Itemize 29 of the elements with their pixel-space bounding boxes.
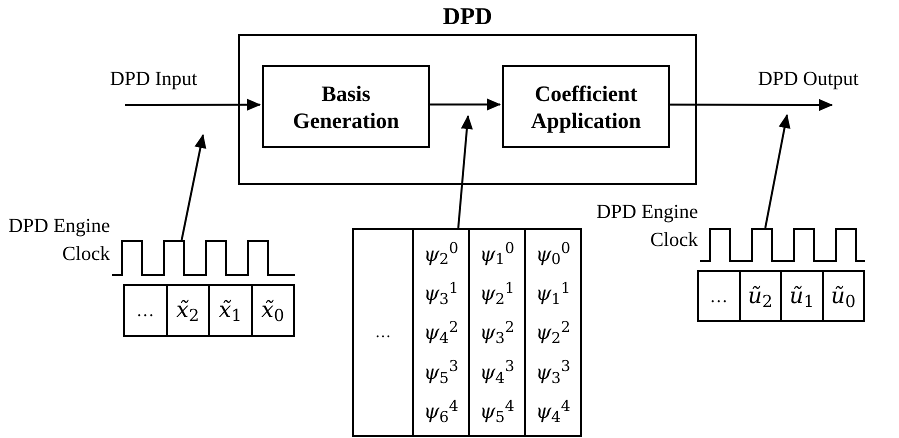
sample-buffer: [697, 270, 865, 322]
buffer-cell: ũ$_{0}$: [822, 272, 863, 320]
edge-label: DPD Output: [758, 68, 859, 90]
clock-waveform: [112, 240, 295, 276]
arrow: [180, 134, 206, 240]
buffer-cell: ũ$_{1}$: [780, 272, 822, 320]
arrow: [457, 115, 473, 228]
buffer-cell: x̃$_{2}$: [166, 286, 208, 335]
clock-waveform: [700, 228, 865, 262]
process-label: Coefficient Application: [530, 80, 642, 134]
coefficient-table: [352, 228, 582, 437]
buffer-cell: x̃$_{0}$: [250, 286, 293, 335]
process-label: Basis Generation: [292, 80, 400, 134]
buffer-cell: ũ$_{2}$: [738, 272, 780, 320]
arrow: [428, 98, 501, 110]
clock-label: DPD Engine Clock: [7, 214, 110, 267]
arrow: [125, 98, 261, 111]
edge-label: DPD Input: [110, 68, 198, 90]
process-box: [262, 65, 430, 148]
clock-label: DPD Engine Clock: [595, 200, 698, 253]
buffer-cell: x̃$_{1}$: [208, 286, 250, 335]
arrow: [764, 114, 790, 228]
buffer-cell-text: …: [708, 284, 729, 308]
arrow: [668, 98, 833, 111]
buffer-cell-text: …: [135, 299, 156, 322]
ellipsis: …: [375, 322, 391, 342]
block-title: DPD: [442, 3, 492, 32]
process-box: [502, 65, 670, 148]
sample-buffer: [123, 284, 295, 337]
